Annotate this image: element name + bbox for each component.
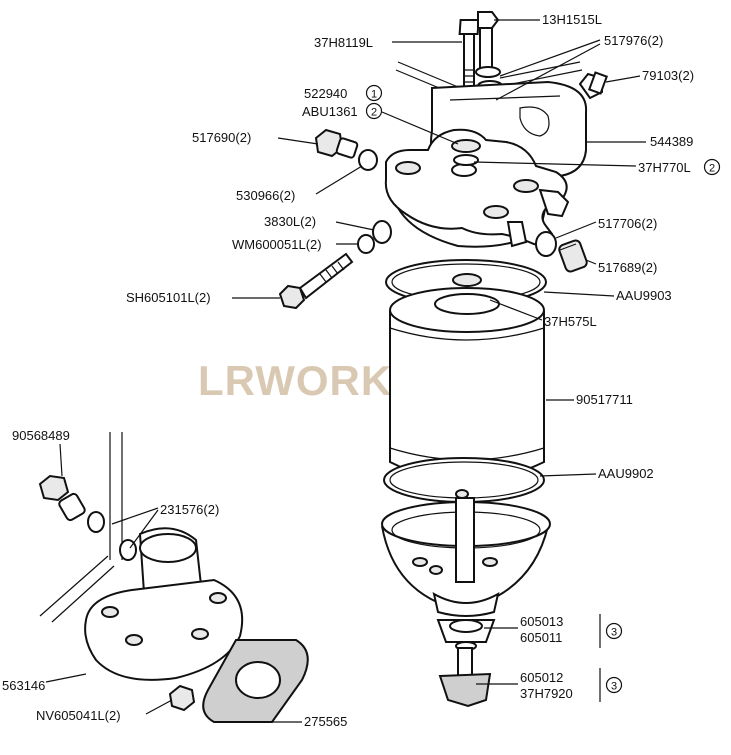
- gasket-part: [202, 639, 309, 723]
- washer-part: [372, 220, 392, 244]
- drain-tap-part: [436, 619, 496, 708]
- callout-3: 3: [605, 676, 623, 694]
- callout-2: 2: [365, 102, 383, 120]
- part-label-530966: 530966(2): [236, 188, 295, 203]
- part-label-aau9903: AAU9903: [616, 288, 672, 303]
- part-label-275565: 275565: [304, 714, 347, 729]
- part-label-563146: 563146: [2, 678, 45, 693]
- nut-part: [168, 684, 196, 712]
- svg-text:3: 3: [611, 681, 617, 693]
- part-label-522940: 522940: [304, 86, 347, 101]
- part-label-79103: 79103(2): [642, 68, 694, 83]
- svg-text:1: 1: [371, 89, 377, 101]
- part-label-605013: 605013: [520, 614, 563, 629]
- part-label-37h770l: 37H770L: [638, 160, 691, 175]
- part-label-37h7920: 37H7920: [520, 686, 573, 701]
- callout-markers: 1 2 2 3 3: [365, 84, 721, 694]
- svg-text:2: 2: [371, 107, 377, 119]
- part-label-sh605101l: SH605101L(2): [126, 290, 211, 305]
- bolt-part: [278, 252, 354, 310]
- callout-2: 2: [703, 158, 721, 176]
- filter-bowl-part: [381, 497, 551, 617]
- filter-head-part: [384, 128, 570, 248]
- part-label-37h575l: 37H575L: [544, 314, 597, 329]
- part-label-37h8119l: 37H8119L: [314, 35, 373, 50]
- screw-part: [578, 71, 608, 100]
- pump-body-part: [84, 527, 244, 681]
- drain-plug-part: [558, 239, 588, 273]
- part-label-wm600051l: WM600051L(2): [232, 237, 322, 252]
- part-label-90517711: 90517711: [576, 392, 633, 407]
- part-label-231576: 231576(2): [160, 502, 219, 517]
- svg-text:2: 2: [709, 163, 715, 175]
- part-label-abu1361: ABU1361: [302, 104, 358, 119]
- part-label-90568489: 90568489: [12, 428, 70, 443]
- part-label-13h1515l: 13H1515L: [542, 12, 602, 27]
- part-label-544389: 544389: [650, 134, 693, 149]
- callout-3: 3: [605, 622, 623, 640]
- washer-part: [453, 154, 479, 166]
- spring-washer-part: [357, 234, 375, 254]
- washer-part: [535, 231, 557, 257]
- part-label-605012: 605012: [520, 670, 563, 685]
- part-label-517976: 517976(2): [604, 33, 663, 48]
- part-label-517689: 517689(2): [598, 260, 657, 275]
- part-label-aau9902: AAU9902: [598, 466, 654, 481]
- part-label-605011: 605011: [520, 630, 562, 645]
- pipe-line: [109, 432, 123, 560]
- part-number-labels: 13H1515L 37H8119L 517976(2) 79103(2) 522…: [2, 12, 694, 729]
- leader-lines: [45, 19, 646, 723]
- svg-text:3: 3: [611, 627, 617, 639]
- part-label-nv605041l: NV605041L(2): [36, 708, 121, 723]
- part-label-3830l: 3830L(2): [264, 214, 316, 229]
- pipe-line: [39, 555, 115, 623]
- long-bolt-part: [458, 19, 480, 135]
- banjo-bolt-part: [38, 474, 137, 561]
- part-label-517706: 517706(2): [598, 216, 657, 231]
- union-fitting-part: [314, 128, 359, 159]
- washer-part: [358, 149, 378, 171]
- callout-1: 1: [365, 84, 383, 102]
- part-label-517690: 517690(2): [192, 130, 251, 145]
- filter-element-part: [389, 273, 545, 482]
